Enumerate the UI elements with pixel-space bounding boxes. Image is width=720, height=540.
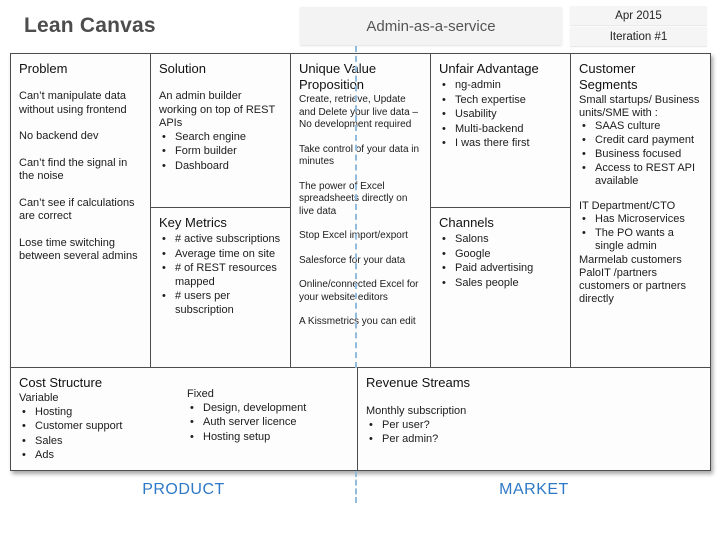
project-name: Admin-as-a-service: [366, 17, 496, 35]
problem-cell: Problem Can’t manipulate data without us…: [10, 53, 151, 368]
list-item: Hosting setup: [187, 431, 306, 445]
list-item: # of REST resources mapped: [159, 262, 282, 289]
customer-segments-list: SAAS culture Credit card payment Busines…: [579, 120, 702, 188]
unique-value-proposition-cell: Unique Value Proposition Create, retriev…: [290, 53, 431, 368]
customer-segments-intro: Small startups/ Business units/SME with …: [579, 94, 700, 119]
uvp-item: Stop Excel import/export: [299, 230, 408, 241]
uvp-item: The power of Excel spreadsheets directly…: [299, 180, 408, 217]
unfair-advantage-cell: Unfair Advantage ng-admin Tech expertise…: [430, 53, 571, 208]
unfair-advantage-title: Unfair Advantage: [439, 61, 539, 76]
revenue-streams-intro: Monthly subscription: [366, 405, 467, 417]
list-item: Hosting: [19, 406, 349, 420]
solution-list: Search engine Form builder Dashboard: [159, 131, 282, 174]
page-title: Lean Canvas: [24, 14, 156, 37]
key-metrics-cell: Key Metrics # active subscriptions Avera…: [150, 207, 291, 368]
channels-list: Salons Google Paid advertising Sales peo…: [439, 233, 562, 290]
uvp-item: Salesforce for your data: [299, 254, 406, 266]
uvp-item: A Kissmetrics you can edit: [299, 316, 416, 327]
list-item: Per user?: [366, 419, 702, 433]
list-item: Multi-backend: [439, 123, 562, 137]
revenue-streams-list: Per user? Per admin?: [366, 419, 702, 447]
fixed-label: Fixed: [187, 388, 214, 400]
list-item: Sales people: [439, 277, 562, 291]
list-item: Paid advertising: [439, 262, 562, 276]
list-item: Customer support: [19, 420, 349, 434]
list-item: Search engine: [159, 131, 282, 145]
fixed-costs-list: Design, development Auth server licence …: [187, 402, 306, 445]
list-item: Per admin?: [366, 433, 702, 447]
list-item: Average time on site: [159, 248, 282, 262]
problem-item: Can’t see if calculations are correct: [19, 196, 135, 223]
list-item: Business focused: [579, 148, 702, 161]
unfair-advantage-list: ng-admin Tech expertise Usability Multi-…: [439, 79, 562, 151]
list-item: Salons: [439, 233, 562, 247]
problem-item: No backend dev: [19, 130, 99, 142]
solution-title: Solution: [159, 61, 206, 76]
customer-segments-title: Customer Segments: [579, 61, 638, 92]
variable-costs-block: Variable Hosting Customer support Sales …: [19, 392, 349, 463]
product-zone-label: PRODUCT: [142, 481, 225, 498]
list-item: # users per subscription: [159, 290, 282, 317]
channels-cell: Channels Salons Google Paid advertising …: [430, 207, 571, 368]
list-item: Sales: [19, 435, 349, 449]
list-item: I was there first: [439, 137, 562, 151]
list-item: Form builder: [159, 145, 282, 159]
iteration-label: Iteration #1: [609, 30, 668, 43]
list-item: Access to REST API available: [579, 162, 702, 188]
problem-title: Problem: [19, 61, 68, 76]
cost-structure-cell: Cost Structure Variable Hosting Customer…: [10, 367, 358, 471]
product-market-divider-line: [355, 471, 357, 503]
list-item: SAAS culture: [579, 120, 702, 133]
channels-title: Channels: [439, 215, 494, 230]
solution-cell: Solution An admin builder working on top…: [150, 53, 291, 208]
project-name-box: Admin-as-a-service: [300, 7, 562, 45]
list-item: Has Microservices: [579, 213, 702, 226]
list-item: Credit card payment: [579, 134, 702, 147]
revenue-streams-cell: Revenue Streams Monthly subscription Per…: [357, 367, 711, 471]
uvp-item: Online/connected Excel for your website …: [299, 279, 419, 303]
list-item: Ads: [19, 449, 349, 463]
list-item: ng-admin: [439, 79, 562, 93]
key-metrics-list: # active subscriptions Average time on s…: [159, 233, 282, 317]
list-item: Design, development: [187, 402, 306, 416]
product-market-divider-line: [355, 46, 357, 368]
uvp-item: Create, retrieve, Update and Delete your…: [299, 94, 418, 130]
problem-item: Lose time switching between several admi…: [19, 236, 138, 263]
it-department-heading: IT Department/CTO: [579, 200, 676, 212]
fixed-costs-block: Fixed Design, development Auth server li…: [187, 388, 306, 445]
solution-intro: An admin builder working on top of REST …: [159, 90, 275, 129]
problem-item: Can’t manipulate data without using fron…: [19, 90, 127, 116]
cost-structure-title: Cost Structure: [19, 375, 103, 390]
customer-segments-cell: Customer Segments Small startups/ Busine…: [570, 53, 711, 368]
list-item: Dashboard: [159, 160, 282, 174]
it-department-list: Has Microservices The PO wants a single …: [579, 213, 702, 253]
list-item: Usability: [439, 108, 562, 122]
variable-costs-list: Hosting Customer support Sales Ads: [19, 406, 349, 463]
key-metrics-title: Key Metrics: [159, 215, 227, 230]
problem-item: Can’t find the signal in the noise: [19, 156, 128, 183]
revenue-streams-title: Revenue Streams: [366, 375, 471, 390]
uvp-item: Take control of your data in minutes: [299, 143, 420, 168]
list-item: Google: [439, 248, 562, 262]
variable-label: Variable: [19, 392, 59, 404]
date-box: Apr 2015: [570, 6, 707, 25]
customer-segments-item: PaloIT /partners customers or partners d…: [579, 267, 686, 305]
date-label: Apr 2015: [615, 9, 662, 22]
list-item: The PO wants a single admin: [579, 227, 702, 253]
list-item: Tech expertise: [439, 94, 562, 108]
uvp-title: Unique Value Proposition: [299, 61, 377, 92]
list-item: Auth server licence: [187, 416, 306, 430]
iteration-box: Iteration #1: [570, 27, 707, 46]
customer-segments-item: Marmelab customers: [579, 254, 682, 266]
list-item: # active subscriptions: [159, 233, 282, 247]
market-zone-label: MARKET: [499, 481, 569, 498]
